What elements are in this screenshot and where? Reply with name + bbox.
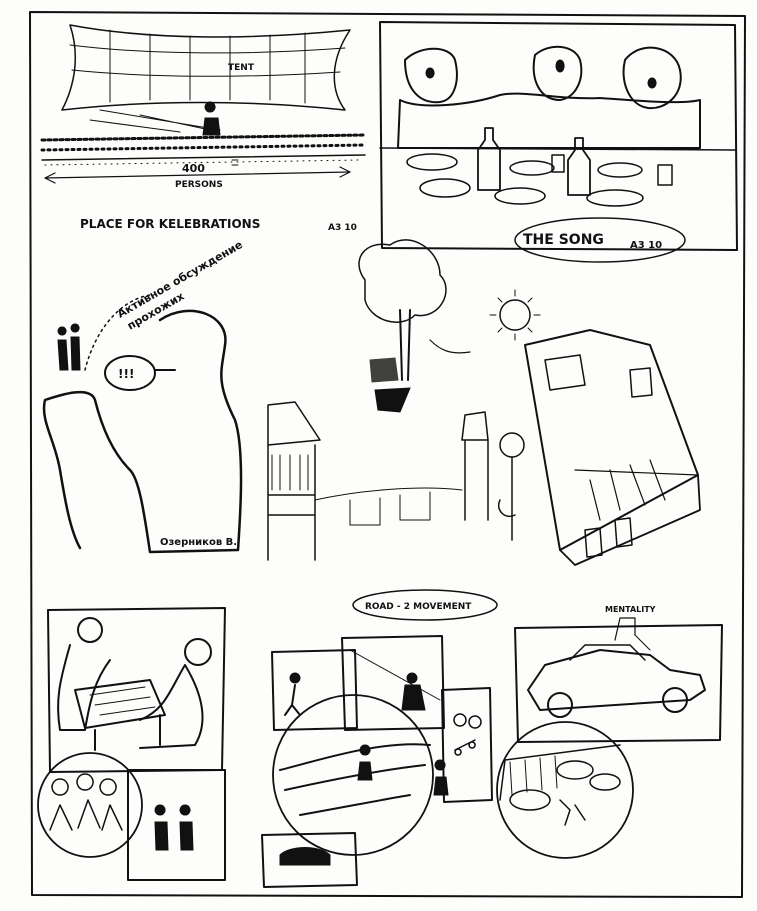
song-caption: THE SONG: [523, 232, 604, 248]
table-with-food: [406, 127, 673, 207]
celebration-caption: PLACE FOR KELEBRATIONS: [80, 217, 260, 231]
crowd-count-label: 400: [182, 162, 205, 175]
road-caption: ROAD - 2 MOVEMENT: [365, 602, 472, 612]
speech-bubble-text: !!!: [118, 367, 134, 381]
sun-icon: [499, 299, 531, 331]
song-code: A3 10: [630, 240, 662, 251]
house-sketch: [489, 289, 701, 566]
signature: Озерников В.: [160, 537, 237, 548]
tent-celebration-sketch: 400 PERSONS TENT: [40, 24, 367, 190]
passersby-discussion-sketch: Активное обсуждение прохожих !!! Озерник…: [42, 238, 245, 554]
chess-players-sketch: [37, 607, 226, 881]
mentality-car-sketch: MENTALITY: [496, 605, 723, 859]
song-sketch-frame: THE SONG A3 10: [379, 21, 738, 263]
road-movement-sketch: ROAD - 2 MOVEMENT: [261, 589, 498, 888]
mentality-caption: MENTALITY: [605, 605, 656, 614]
singer-heads: [397, 45, 701, 149]
crowd: [40, 133, 367, 166]
page-border: [29, 11, 746, 898]
celebration-code: A3 10: [328, 223, 357, 233]
crowd-unit-label: PERSONS: [175, 180, 223, 190]
tent-label: TENT: [228, 63, 255, 73]
tree-and-porch-sketch: [267, 239, 489, 561]
russian-caption-line1: Активное обсуждение: [115, 238, 245, 320]
road-caption-oval: [352, 589, 498, 621]
song-caption-oval: [514, 217, 686, 263]
